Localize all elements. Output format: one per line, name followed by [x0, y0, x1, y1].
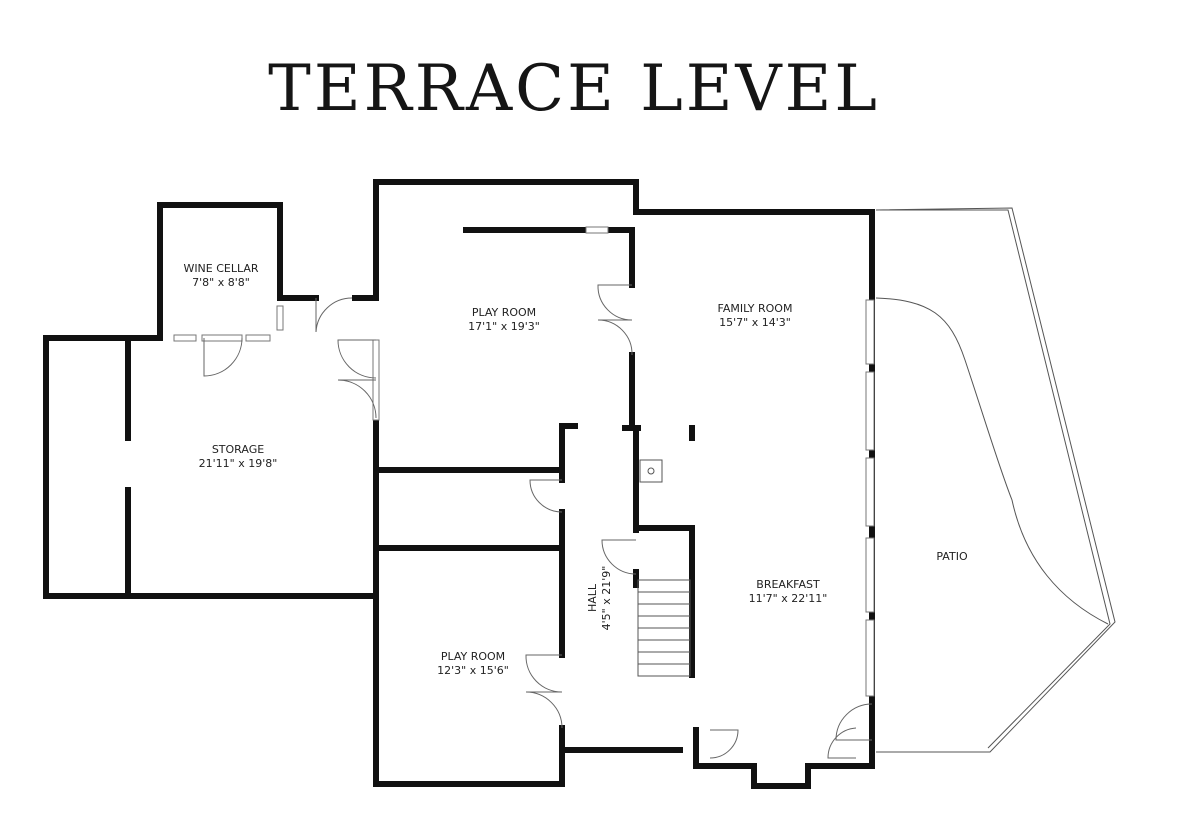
- walls: [43, 179, 875, 789]
- room-dims-breakfast: 11'7" x 22'11": [749, 592, 828, 605]
- stairs: [637, 579, 691, 677]
- room-dims-wine-cellar: 7'8" x 8'8": [192, 276, 250, 289]
- plan-title: TERRACE LEVEL: [268, 52, 880, 126]
- room-name-breakfast: BREAKFAST: [756, 578, 820, 591]
- room-dims-family-room: 15'7" x 14'3": [719, 316, 791, 329]
- doors: [203, 284, 873, 759]
- room-labels: WINE CELLAR 7'8" x 8'8" PLAY ROOM 17'1" …: [183, 262, 968, 677]
- room-name-play-room-upper: PLAY ROOM: [472, 306, 536, 319]
- patio-outline: [875, 207, 1116, 753]
- room-name-wine-cellar: WINE CELLAR: [183, 262, 258, 275]
- room-name-family-room: FAMILY ROOM: [718, 302, 793, 315]
- room-name-storage: STORAGE: [212, 443, 264, 456]
- room-dims-hall: 4'5" x 21'9": [600, 566, 613, 631]
- room-dims-play-room-upper: 17'1" x 19'3": [468, 320, 540, 333]
- room-name-patio: PATIO: [936, 550, 968, 563]
- room-name-play-room-lower: PLAY ROOM: [441, 650, 505, 663]
- sink: [639, 459, 663, 483]
- room-name-hall: HALL: [586, 583, 599, 612]
- room-dims-play-room-lower: 12'3" x 15'6": [437, 664, 509, 677]
- room-dims-storage: 21'11" x 19'8": [199, 457, 278, 470]
